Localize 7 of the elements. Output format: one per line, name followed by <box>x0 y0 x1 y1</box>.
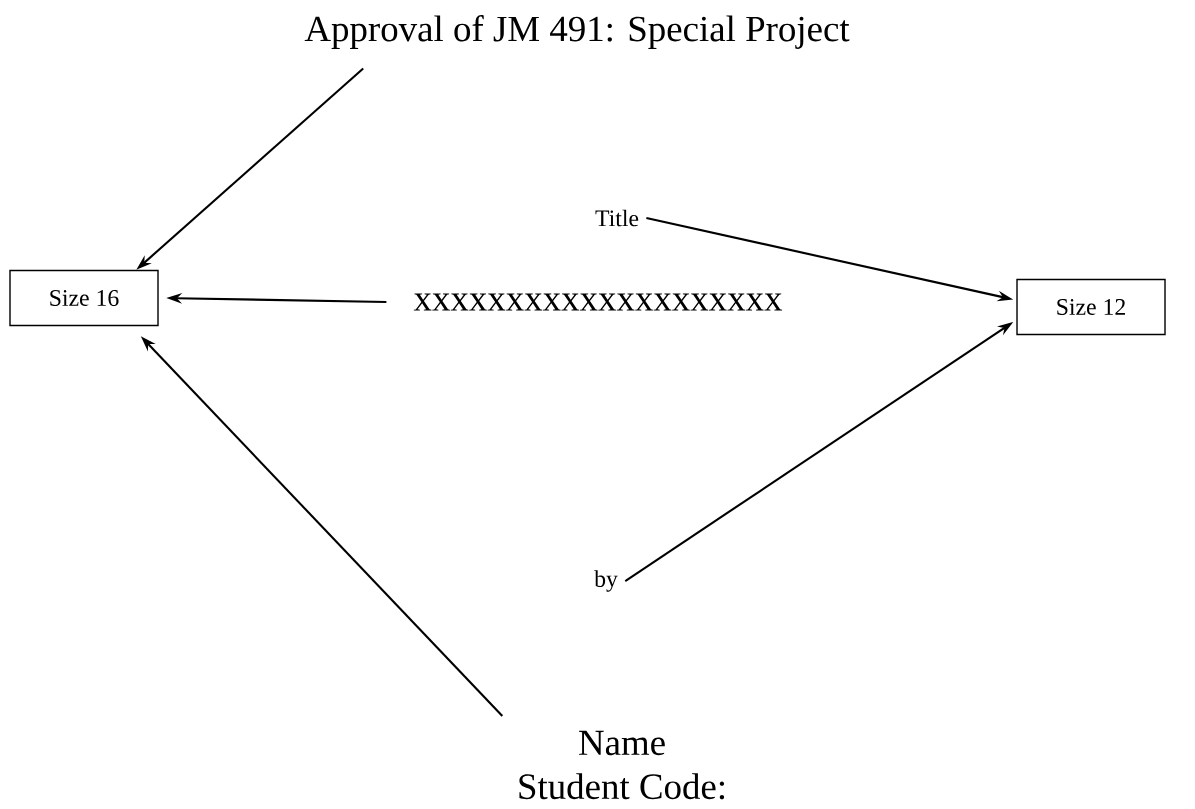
name-text: Name Student Code: <box>519 730 725 800</box>
placeholder-text: xxxxxxxxxxxxxxxxxxxx <box>413 293 783 311</box>
text-label: Title <box>595 209 639 227</box>
text-label: by <box>594 570 618 592</box>
heading-text: Approval of JM 491: Special Project <box>304 15 850 49</box>
size-box: Size 16 <box>9 269 159 327</box>
size-box: Size 12 <box>1016 278 1166 336</box>
